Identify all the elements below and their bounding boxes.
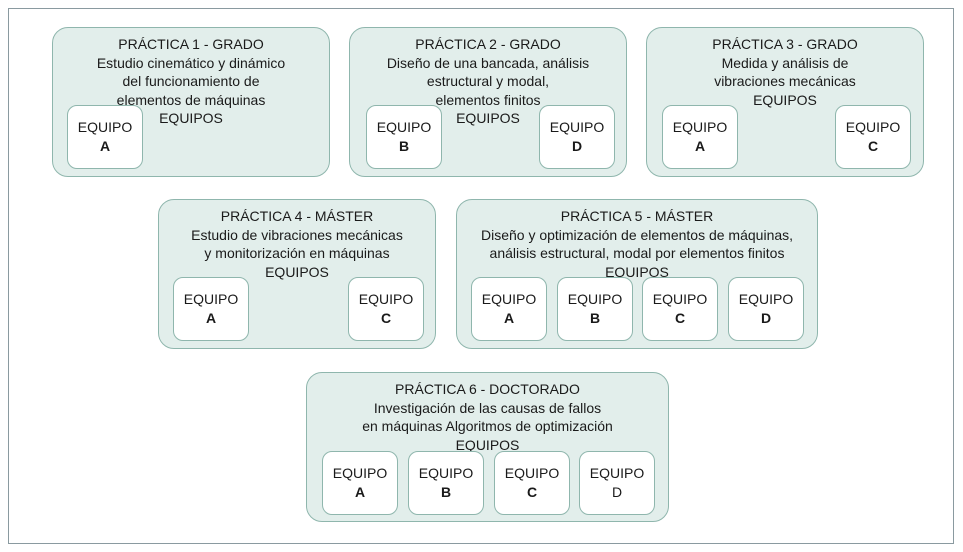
equipo-letter: B — [440, 484, 452, 500]
equipo-label: EQUIPO — [183, 291, 239, 307]
practica-panel-3: PRÁCTICA 3 - GRADO Medida y análisis de vi… — [646, 27, 924, 177]
equipo-label: EQUIPO — [549, 119, 605, 135]
equipo-box-a: EQUIPO A — [173, 277, 249, 341]
practica-text: PRÁCTICA 2 - GRADO Diseño de una bancada,… — [350, 35, 626, 128]
diagram-frame — [8, 8, 954, 544]
equipo-label: EQUIPO — [672, 119, 728, 135]
practica-description-line: Diseño de una bancada, análisis — [386, 54, 590, 71]
equipo-letter: A — [694, 138, 706, 154]
practica-title: PRÁCTICA 5 - MÁSTER — [560, 208, 714, 224]
equipo-letter: D — [611, 484, 623, 500]
equipo-box-a: EQUIPO A — [662, 105, 738, 169]
practica-title: PRÁCTICA 3 - GRADO — [712, 36, 858, 52]
practica-description-line: y monitorización en máquinas — [204, 245, 390, 261]
equipo-box-c: EQUIPO C — [348, 277, 424, 341]
equipo-box-c: EQUIPO C — [642, 277, 718, 341]
practica-title: PRÁCTICA 6 - DOCTORADO — [395, 381, 580, 397]
practica-panel-4: PRÁCTICA 4 - MÁSTER Estudio de vibracione… — [158, 199, 436, 349]
practica-description-line: Estudio cinemático y dinámico — [96, 54, 286, 71]
equipo-letter: D — [571, 138, 583, 154]
equipo-box-a: EQUIPO A — [322, 451, 398, 515]
equipo-label: EQUIPO — [845, 119, 901, 135]
equipo-label: EQUIPO — [504, 465, 560, 481]
equipo-box-b: EQUIPO B — [408, 451, 484, 515]
practica-description-line: del funcionamiento de — [122, 73, 260, 89]
practica-description-line: análisis estructural, modal por elemento… — [489, 245, 785, 261]
practica-description-line: elementos de máquinas — [116, 91, 266, 108]
equipo-box-d: EQUIPO D — [539, 105, 615, 169]
equipo-letter: C — [674, 310, 686, 326]
equipo-letter: A — [99, 138, 111, 154]
practica-description-line: Diseño y optimización de elementos de má… — [480, 226, 794, 243]
equipos-label: EQUIPOS — [159, 110, 223, 126]
equipo-box-a: EQUIPO A — [471, 277, 547, 341]
practica-description-line: Estudio de vibraciones mecánicas — [191, 226, 403, 243]
equipo-letter: B — [589, 310, 601, 326]
equipo-box-c: EQUIPO C — [835, 105, 911, 169]
equipos-label: EQUIPOS — [605, 263, 669, 280]
practica-text: PRÁCTICA 1 - GRADO Estudio cinemático y d… — [53, 35, 329, 128]
practica-text: PRÁCTICA 5 - MÁSTER Diseño y optimización… — [457, 207, 817, 281]
practica-title: PRÁCTICA 4 - MÁSTER — [220, 208, 374, 224]
equipo-letter: A — [354, 484, 366, 500]
equipos-label: EQUIPOS — [753, 91, 817, 108]
practica-description-line: en máquinas Algoritmos de optimización — [362, 418, 613, 434]
equipos-label: EQUIPOS — [265, 263, 329, 280]
equipo-label: EQUIPO — [652, 291, 708, 307]
equipo-box-a: EQUIPO A — [67, 105, 143, 169]
practica-text: PRÁCTICA 4 - MÁSTER Estudio de vibracione… — [159, 207, 435, 281]
practica-text: PRÁCTICA 3 - GRADO Medida y análisis de vi… — [647, 35, 923, 109]
equipo-label: EQUIPO — [332, 465, 388, 481]
equipo-box-b: EQUIPO B — [366, 105, 442, 169]
practica-description-line: Investigación de las causas de fallos — [373, 399, 602, 416]
practica-title: PRÁCTICA 1 - GRADO — [118, 36, 264, 52]
equipo-label: EQUIPO — [481, 291, 537, 307]
practica-description-line: vibraciones mecánicas — [714, 73, 856, 89]
equipo-letter: D — [760, 310, 772, 326]
equipo-letter: C — [526, 484, 538, 500]
practica-text: PRÁCTICA 6 - DOCTORADO Investigación de l… — [307, 380, 668, 454]
equipos-label: EQUIPOS — [456, 110, 520, 126]
equipo-label: EQUIPO — [418, 465, 474, 481]
practica-description-line: Medida y análisis de — [721, 54, 849, 71]
equipo-label: EQUIPO — [589, 465, 645, 481]
practica-panel-5: PRÁCTICA 5 - MÁSTER Diseño y optimización… — [456, 199, 818, 349]
equipos-label: EQUIPOS — [455, 436, 520, 453]
practica-panel-2: PRÁCTICA 2 - GRADO Diseño de una bancada,… — [349, 27, 627, 177]
equipo-box-c: EQUIPO C — [494, 451, 570, 515]
equipo-letter: C — [867, 138, 879, 154]
equipo-letter: A — [503, 310, 515, 326]
equipo-label: EQUIPO — [376, 119, 432, 135]
equipo-box-b: EQUIPO B — [557, 277, 633, 341]
equipo-letter: A — [205, 310, 217, 326]
equipo-label: EQUIPO — [738, 291, 794, 307]
practica-title: PRÁCTICA 2 - GRADO — [415, 36, 561, 52]
equipo-box-d: EQUIPO D — [728, 277, 804, 341]
equipo-label: EQUIPO — [358, 291, 414, 307]
equipo-letter: C — [380, 310, 392, 326]
practica-panel-1: PRÁCTICA 1 - GRADO Estudio cinemático y d… — [52, 27, 330, 177]
practica-description-line: elementos finitos — [435, 91, 541, 108]
practica-panel-6: PRÁCTICA 6 - DOCTORADO Investigación de l… — [306, 372, 669, 522]
equipo-letter: B — [398, 138, 410, 154]
equipo-label: EQUIPO — [77, 119, 133, 135]
practica-description-line: estructural y modal, — [426, 73, 550, 89]
equipo-box-d: EQUIPO D — [579, 451, 655, 515]
equipo-label: EQUIPO — [567, 291, 623, 307]
